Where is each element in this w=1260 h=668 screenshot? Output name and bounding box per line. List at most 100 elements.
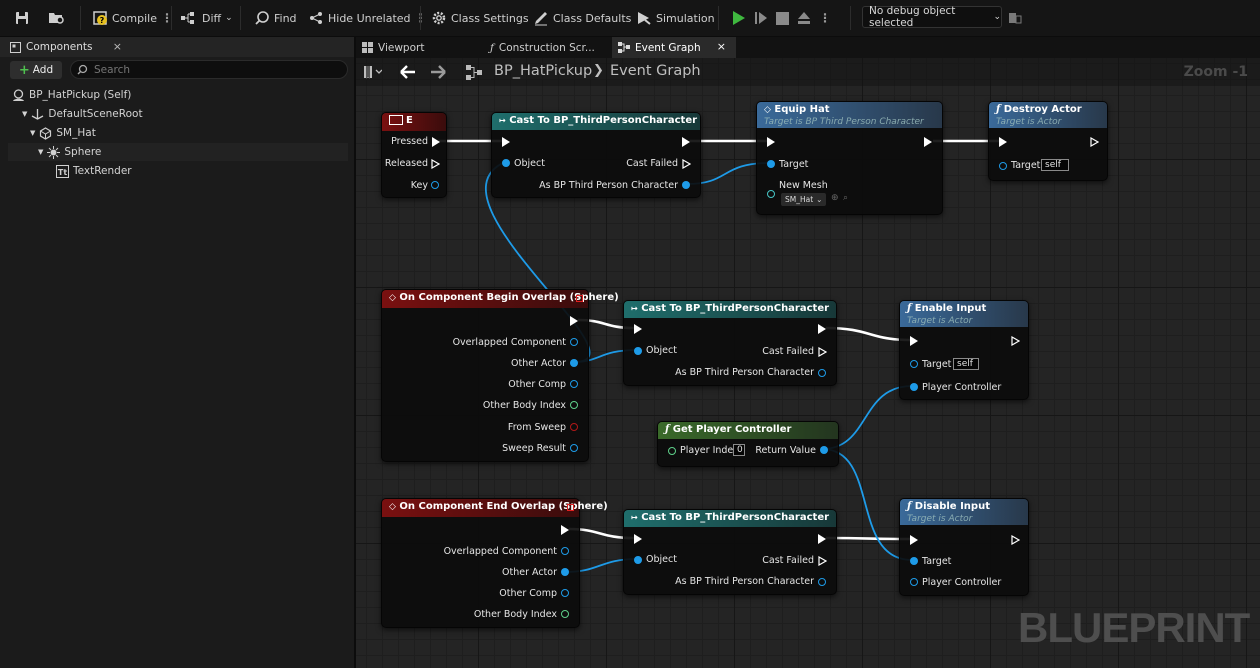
object-pin[interactable] [634, 556, 642, 564]
overlapped-component-pin[interactable] [570, 338, 578, 346]
other-body-index-pin[interactable] [570, 401, 578, 409]
exec-in-pin[interactable] [634, 534, 642, 544]
mesh-select[interactable]: SM_Hat ⌄ [781, 193, 827, 206]
components-tab[interactable]: Components × [0, 37, 354, 57]
browse-asset-icon[interactable]: ⌕ [843, 193, 849, 203]
as-character-pin[interactable] [818, 578, 826, 586]
node-end-overlap[interactable]: ◇ On Component End Overlap (Sphere) Over… [381, 498, 608, 628]
stop-icon[interactable] [776, 11, 789, 25]
node-key-e[interactable]: E Pressed Released Key [381, 112, 447, 198]
key-pin[interactable] [431, 181, 439, 189]
node-disable-input[interactable]: ƒ Disable Input Target is Actor Target P… [899, 498, 1029, 596]
object-pin[interactable] [502, 159, 510, 167]
close-icon[interactable]: × [716, 40, 726, 53]
back-arrow-icon[interactable] [400, 65, 416, 79]
play-icon[interactable] [732, 10, 746, 26]
return-value-pin[interactable] [820, 446, 828, 454]
exec-out-pin[interactable] [570, 316, 578, 326]
other-comp-pin[interactable] [561, 589, 569, 597]
bookmark-icon[interactable] [364, 66, 382, 79]
exec-out-pin[interactable] [1090, 137, 1099, 147]
tree-item-sm-hat[interactable]: ▼ SM_Hat [30, 124, 96, 142]
node-cast-to-character-3[interactable]: ↦ Cast To BP_ThirdPersonCharacter Object… [623, 509, 837, 595]
cast-failed-pin[interactable] [818, 347, 827, 357]
exec-out-pin[interactable] [682, 137, 690, 147]
class-defaults-button[interactable]: Class Defaults [533, 8, 631, 28]
exec-out-pin[interactable] [924, 137, 932, 147]
tab-construction-script[interactable]: ƒ Construction Scr... [484, 37, 610, 58]
delegate-pin[interactable] [567, 504, 574, 511]
exec-in-pin[interactable] [767, 137, 775, 147]
exec-out-pin[interactable] [432, 137, 440, 147]
node-begin-overlap[interactable]: ◇ On Component Begin Overlap (Sphere) Ov… [381, 289, 619, 462]
tab-viewport[interactable]: Viewport [356, 37, 482, 58]
target-pin[interactable] [767, 160, 775, 168]
as-character-pin[interactable] [818, 369, 826, 377]
save-button[interactable] [14, 8, 30, 28]
breadcrumb-blueprint[interactable]: BP_HatPickup [494, 63, 593, 79]
target-pin[interactable] [910, 360, 918, 368]
step-icon[interactable] [754, 10, 768, 26]
sweep-result-pin[interactable] [570, 444, 578, 452]
node-cast-to-character-1[interactable]: ↦ Cast To BP_ThirdPersonCharacter Object… [491, 112, 701, 198]
diff-button[interactable]: Diff ⌄ [180, 8, 233, 28]
tree-item-sphere[interactable]: ▼ Sphere [38, 143, 101, 161]
exec-in-pin[interactable] [910, 535, 918, 545]
exec-in-pin[interactable] [634, 324, 642, 334]
other-actor-pin[interactable] [561, 568, 569, 576]
search-input[interactable] [94, 63, 324, 76]
breadcrumb-graph[interactable]: Event Graph [610, 63, 701, 79]
player-controller-pin[interactable] [910, 578, 918, 586]
use-selected-icon[interactable]: ⊕ [831, 193, 839, 203]
from-sweep-pin[interactable] [570, 423, 578, 431]
object-pin[interactable] [634, 347, 642, 355]
exec-in-pin[interactable] [910, 336, 918, 346]
cast-failed-pin[interactable] [682, 159, 691, 169]
as-character-pin[interactable] [682, 181, 690, 189]
compile-options-icon[interactable]: ⋮ [161, 11, 173, 25]
exec-in-pin[interactable] [502, 137, 510, 147]
play-options-icon[interactable]: ⋮ [819, 11, 831, 25]
tree-item-textrender[interactable]: Tt TextRender [56, 162, 132, 180]
node-enable-input[interactable]: ƒ Enable Input Target is Actor Target se… [899, 300, 1029, 400]
add-component-button[interactable]: + Add [10, 61, 62, 79]
new-mesh-pin[interactable] [767, 190, 775, 198]
overlapped-component-pin[interactable] [561, 547, 569, 555]
player-index-field[interactable]: 0 [733, 444, 745, 456]
exec-out-pin[interactable] [818, 324, 826, 334]
forward-arrow-icon[interactable] [430, 65, 446, 79]
browse-button[interactable] [48, 8, 66, 28]
node-cast-to-character-2[interactable]: ↦ Cast To BP_ThirdPersonCharacter Object… [623, 300, 837, 386]
exec-out-pin-hollow[interactable] [431, 159, 440, 169]
close-icon[interactable]: × [112, 40, 122, 53]
hide-unrelated-button[interactable]: Hide Unrelated ⋮ [308, 8, 427, 28]
class-settings-button[interactable]: Class Settings [431, 8, 529, 28]
tree-item-defaultsceneroot[interactable]: ▼ DefaultSceneRoot [22, 105, 143, 123]
other-actor-pin[interactable] [570, 359, 578, 367]
exec-out-pin[interactable] [1011, 535, 1020, 545]
debug-object-select[interactable]: No debug object selected ⌄ [862, 5, 1002, 29]
cast-failed-pin[interactable] [818, 556, 827, 566]
exec-out-pin[interactable] [818, 534, 826, 544]
target-pin[interactable] [910, 557, 918, 565]
tree-item-self[interactable]: BP_HatPickup (Self) [12, 86, 131, 104]
target-field[interactable]: self [953, 358, 979, 370]
target-pin[interactable] [999, 162, 1007, 170]
compile-button[interactable]: ? Compile ⋮ [92, 8, 173, 28]
eject-icon[interactable] [797, 11, 811, 25]
exec-in-pin[interactable] [999, 137, 1007, 147]
tab-event-graph[interactable]: Event Graph × [612, 37, 736, 58]
player-controller-pin[interactable] [910, 383, 918, 391]
target-field[interactable]: self [1041, 159, 1069, 171]
exec-out-pin[interactable] [561, 525, 569, 535]
node-get-player-controller[interactable]: ƒ Get Player Controller Player Index 0 R… [657, 421, 839, 467]
delegate-pin[interactable] [576, 295, 583, 302]
simulation-button[interactable]: Simulation [636, 8, 715, 28]
exec-out-pin[interactable] [1011, 336, 1020, 346]
other-comp-pin[interactable] [570, 380, 578, 388]
other-body-index-pin[interactable] [561, 610, 569, 618]
find-button[interactable]: Find [254, 8, 297, 28]
node-equip-hat[interactable]: ◇ Equip Hat Target is BP Third Person Ch… [756, 101, 943, 215]
node-destroy-actor[interactable]: ƒ Destroy Actor Target is Actor Target s… [988, 101, 1108, 181]
player-index-pin[interactable] [668, 447, 676, 455]
